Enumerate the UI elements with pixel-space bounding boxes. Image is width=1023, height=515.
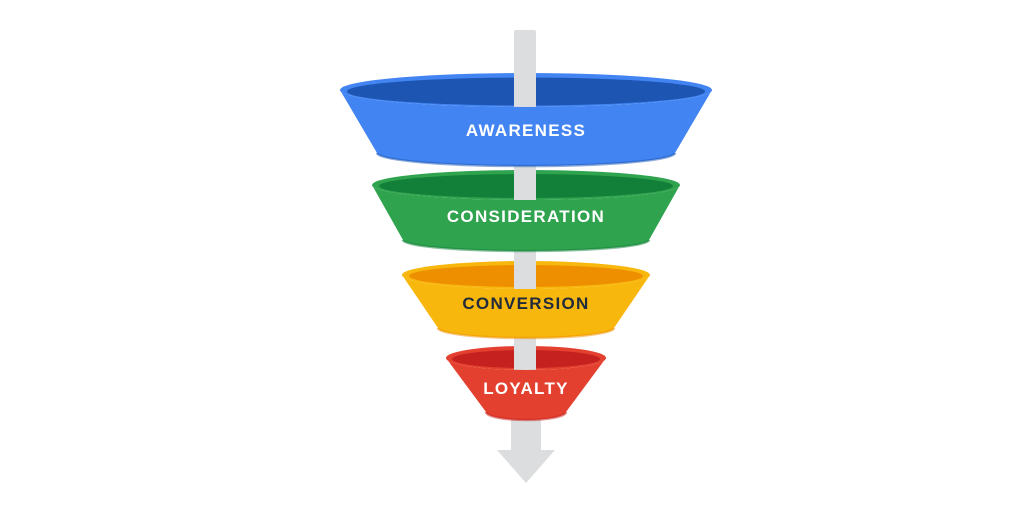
- funnel-stage-conversion: CONVERSION: [402, 275, 650, 340]
- funnel-stage-awareness: AWARENESS: [340, 90, 712, 168]
- stage-bodies: AWARENESS CONSIDERATION CONVERSION LOYAL…: [340, 90, 712, 422]
- consideration-bottom-shade: [401, 239, 651, 253]
- consideration-wall: [372, 185, 680, 251]
- funnel-stage-loyalty: LOYALTY: [446, 358, 606, 422]
- loyalty-wall: [446, 358, 606, 420]
- awareness-label: AWARENESS: [466, 121, 586, 140]
- loyalty-bottom-shade: [484, 411, 568, 422]
- conversion-label: CONVERSION: [462, 294, 589, 313]
- funnel-stage-consideration: CONSIDERATION: [372, 185, 680, 253]
- conversion-bottom-shade: [436, 327, 616, 340]
- awareness-bottom-shade: [375, 152, 677, 168]
- conversion-wall: [402, 275, 650, 338]
- awareness-wall: [340, 90, 712, 166]
- arrow-wide-shaft: [511, 416, 541, 452]
- arrow-head-icon: [497, 450, 555, 483]
- loyalty-label: LOYALTY: [483, 379, 569, 398]
- consideration-label: CONSIDERATION: [447, 207, 605, 226]
